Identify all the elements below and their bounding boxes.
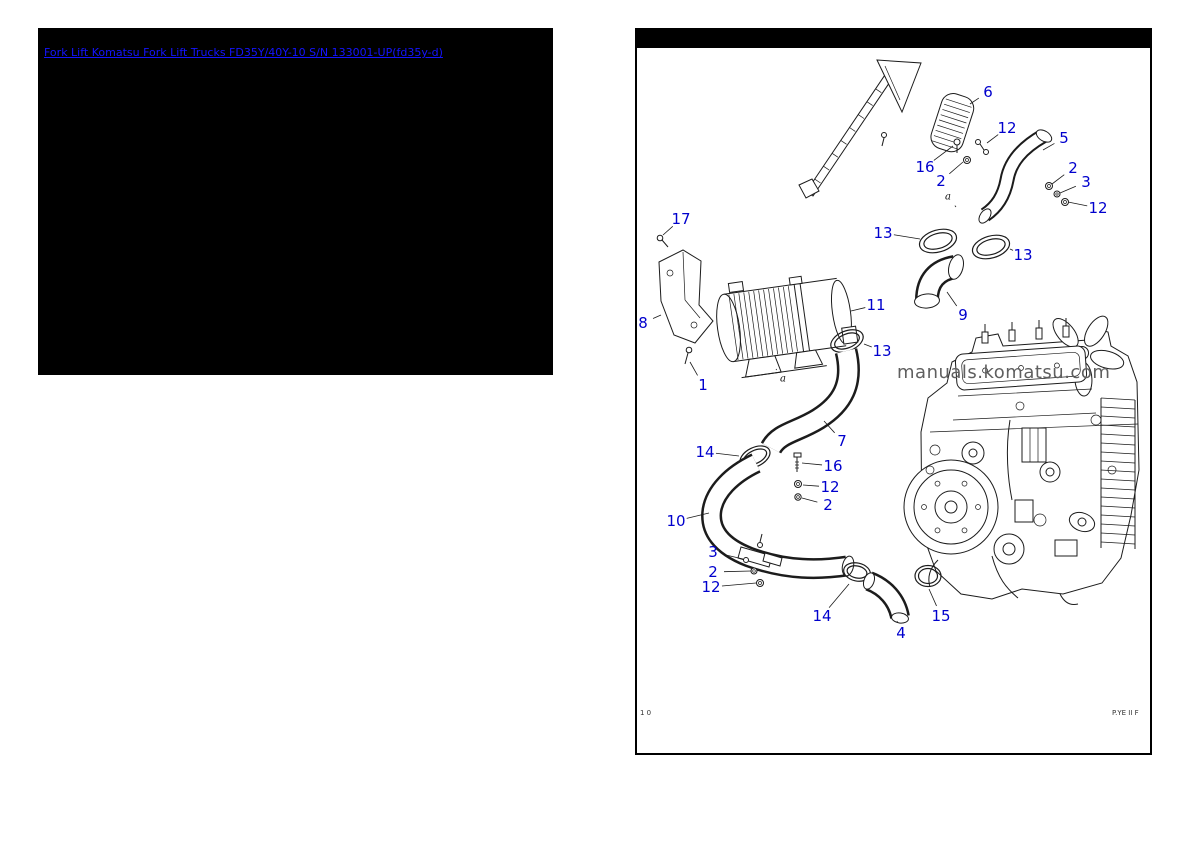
callout-leader-line [969,97,980,105]
callout-12: 12 [997,119,1016,137]
callout-9: 9 [958,306,968,324]
callout-13: 13 [872,342,891,360]
seal-ring-15 [914,564,942,588]
callout-leader-line [823,420,835,434]
support-strut [798,59,922,199]
callout-13: 13 [873,224,892,242]
callout-leader-line [896,620,898,623]
callout-16: 16 [823,457,842,475]
hose-7 [760,348,860,455]
callout-layer: 6125162231217131311981317141612210321214… [638,83,1107,642]
callout-11: 11 [866,296,885,314]
callout-12: 12 [1088,199,1107,217]
elbow-hose-9 [914,254,964,309]
sub-label-a: a [945,192,951,203]
info-panel: Fork Lift Komatsu Fork Lift Trucks FD35Y… [38,28,553,375]
callout-2: 2 [1068,159,1078,177]
sub-label-a: a [780,374,786,385]
callout-leader-line [863,343,872,348]
fastener-washer-2-top [963,156,971,164]
callout-14: 14 [812,607,831,625]
callout-leader-line [715,452,740,457]
callout-leader-line [1051,174,1065,185]
fastener-bolts-12-top [975,139,989,155]
callout-leader-line [689,361,698,376]
callout-leader-line [1059,185,1077,194]
callout-leader-line [802,484,820,487]
callout-16: 16 [915,158,934,176]
callout-leader-line [893,234,921,240]
diagram-title-bar [636,29,1151,48]
callout-3: 3 [708,543,718,561]
callout-leader-line [775,368,778,371]
mounting-bracket-8 [658,249,714,344]
fasteners-tube-bracket [743,557,764,587]
injectors [981,318,1070,344]
callout-leader-line [686,512,710,519]
fastener-nut-2-mid [794,493,802,501]
callout-leader-line [801,497,818,503]
callout-leader-line [652,314,662,319]
callout-leader-line [954,205,957,208]
callout-15: 15 [931,607,950,625]
callout-6: 6 [983,83,993,101]
watermark: manuals.komatsu.com [897,362,1110,383]
callout-leader-line [850,307,866,312]
callout-1: 1 [698,376,708,394]
callout-leader-line [949,161,964,175]
callout-leader-line [933,145,954,161]
valve-cover [954,345,1088,391]
fastener-bolt-16-mid [793,452,802,472]
elbow-hose-4 [862,571,910,624]
callout-17: 17 [671,210,690,228]
callout-leader-line [1009,248,1014,251]
callout-leader-line [928,588,937,607]
callout-2: 2 [936,172,946,190]
callout-3: 3 [1081,173,1091,191]
callout-leader-line [1042,143,1055,151]
fastener-bolt-16-top [953,138,961,153]
intake-pipe-5 [978,129,1053,224]
callout-leader-line [723,570,752,573]
callout-leader-line [946,291,958,307]
callout-14: 14 [695,443,714,461]
pedal-plate [930,93,975,153]
callout-2: 2 [823,496,833,514]
callout-2: 2 [708,563,718,581]
callout-7: 7 [837,432,847,450]
hose-clamp-13-a [918,228,958,254]
callout-leader-line [662,226,674,236]
callout-8: 8 [638,314,648,332]
callout-4: 4 [896,624,906,642]
fastener-bolt-17 [656,234,669,248]
fastener-washers-right [1045,182,1069,206]
callout-leader-line [801,462,823,466]
callout-leader-line [986,134,999,144]
callout-12: 12 [701,578,720,596]
callout-leader-line [1067,201,1088,207]
callout-leader-line [828,583,850,608]
callout-leader-line [723,554,744,560]
flywheel [903,459,999,555]
intake-tube-10 [701,453,855,580]
fastener-bolt-1 [684,346,693,365]
breadcrumb-link[interactable]: Fork Lift Komatsu Fork Lift Trucks FD35Y… [44,46,443,59]
hose-clamp-13-b [971,234,1011,260]
panel-footer-left: 1 0 [640,709,651,717]
engine-assembly [903,315,1140,605]
callout-12: 12 [820,478,839,496]
callout-10: 10 [666,512,685,530]
callout-5: 5 [1059,129,1069,147]
panel-footer-right: P.YE II F [1112,709,1139,717]
fastener-washer-12-mid [794,480,802,488]
parts-diagram: manuals.komatsu.com 1 0 P.YE II F 612516… [635,28,1152,755]
callout-13: 13 [1013,246,1032,264]
callout-leader-line [721,582,757,587]
